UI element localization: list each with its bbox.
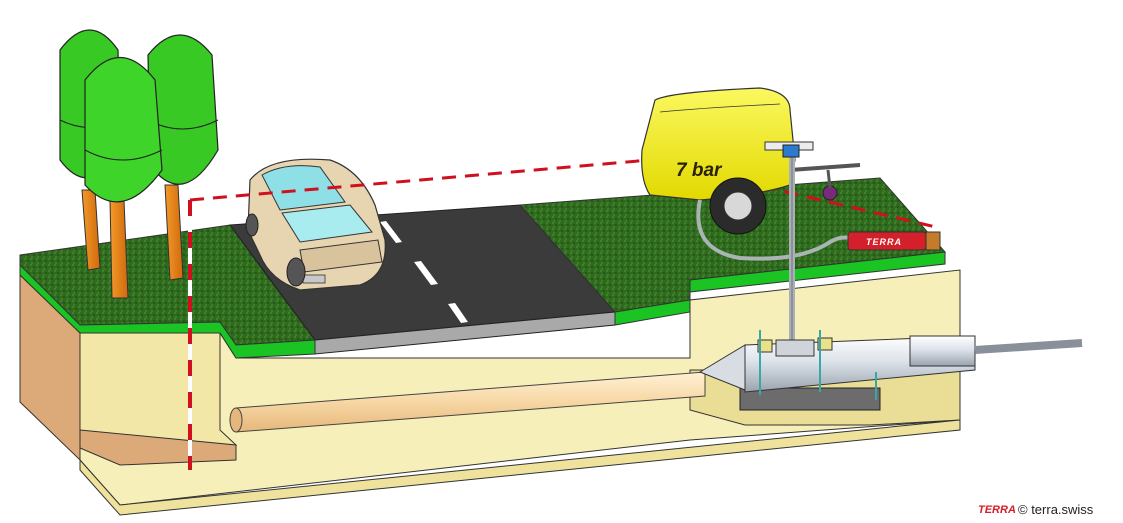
lubricator-brand-label: TERRA (866, 237, 902, 247)
bored-pipe (229, 371, 706, 433)
grass-edge-left (19, 263, 316, 359)
laser-mast (764, 141, 814, 350)
compressor-icon: 7 bar (641, 87, 861, 235)
trench-clay (79, 429, 237, 466)
soil-base (79, 419, 961, 516)
compressor-pressure-label: 7 bar (676, 160, 723, 181)
tree-icon (84, 56, 163, 299)
lubricator-icon: TERRA (847, 231, 941, 251)
air-hose (696, 199, 851, 261)
tree-icon (147, 34, 219, 281)
rammer-icon (698, 330, 1083, 411)
trench-wall (79, 332, 238, 446)
credit: TERRA © terra.swiss (978, 502, 1094, 517)
credit-copyright: © terra.swiss (1018, 502, 1094, 517)
trees (59, 29, 219, 299)
lane-markings (380, 221, 468, 323)
grass-edge-right (614, 251, 946, 326)
credit-logo: TERRA (978, 504, 1016, 516)
